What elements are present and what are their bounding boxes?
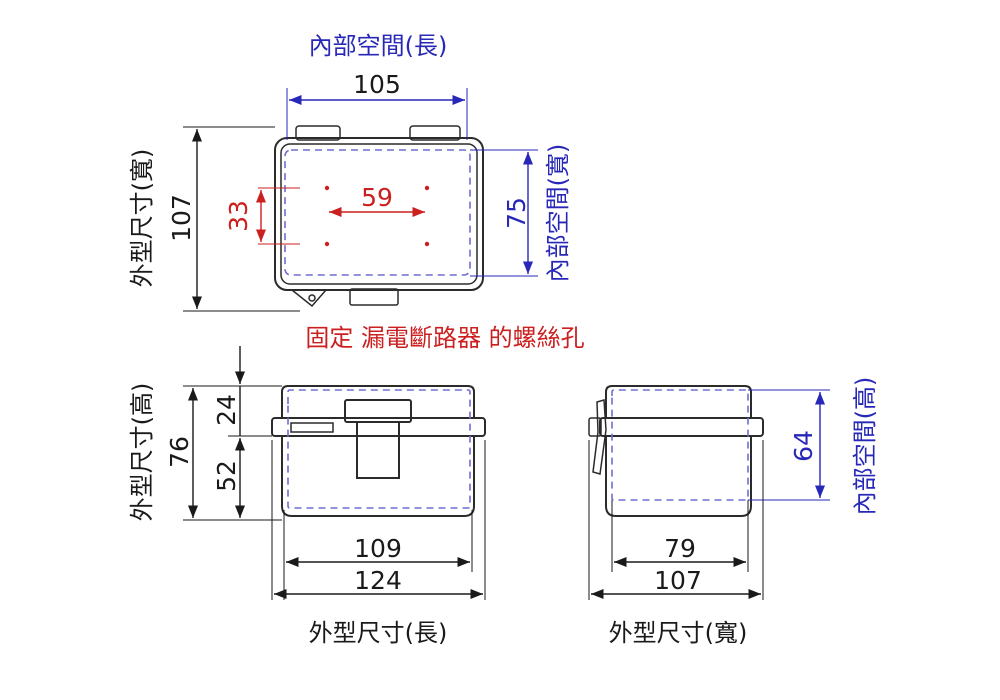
side-inner-width-value: 79: [664, 534, 696, 563]
side-inner-space-dashed: [611, 389, 749, 501]
side-inner-height-value: 64: [789, 430, 818, 462]
front-inner-space-dashed: [287, 389, 471, 509]
top-hinge-tab-right: [409, 125, 461, 141]
top-outer-width-label: 外型尺寸(寬): [128, 149, 156, 288]
hole-h-value: 59: [361, 183, 393, 212]
front-outer-height-value: 76: [165, 436, 194, 468]
top-hinge-tab-left: [295, 125, 341, 141]
front-body-height-value: 52: [212, 460, 241, 492]
screw-hole-note: 固定 漏電斷路器 的螺絲孔: [305, 324, 584, 352]
front-outer-length-label: 外型尺寸(長): [309, 619, 448, 647]
front-inner-length-value: 109: [354, 534, 402, 563]
top-inner-rim: [280, 143, 478, 285]
front-lid-height-value: 24: [212, 394, 241, 426]
hole-v-value: 33: [224, 200, 253, 232]
side-outer-width-label: 外型尺寸(寬): [609, 619, 748, 647]
top-inner-space-dashed: [284, 149, 471, 276]
top-inner-length-label: 內部空間(長): [309, 32, 448, 60]
top-mounting-ear: [291, 289, 327, 308]
top-latch: [349, 288, 399, 306]
front-view-drawing: [183, 346, 486, 600]
side-latch: [592, 399, 607, 475]
side-outer-width-value: 107: [654, 566, 702, 595]
top-outer-outline: [274, 137, 484, 291]
top-outer-width-value: 107: [167, 194, 196, 242]
top-inner-width-label: 內部空間(寬): [544, 144, 572, 283]
side-inner-height-label: 內部空間(高): [851, 377, 879, 516]
front-outer-length-value: 124: [354, 566, 402, 595]
side-view-drawing: [588, 385, 830, 600]
front-outer-height-label: 外型尺寸(高): [128, 383, 156, 522]
screw-holes: [324, 185, 430, 247]
top-inner-length-value: 105: [353, 70, 401, 99]
top-inner-width-value: 75: [502, 197, 531, 229]
top-view-drawing: [183, 88, 538, 312]
